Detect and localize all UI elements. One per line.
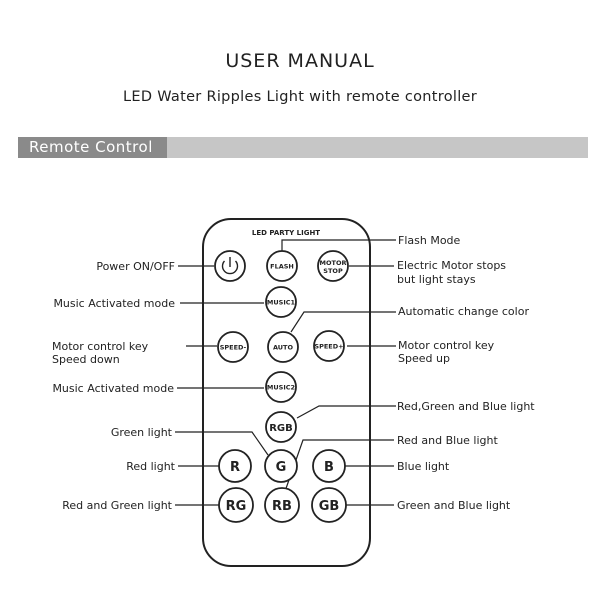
b-button-label: B xyxy=(324,460,334,475)
line-rgb xyxy=(296,405,396,419)
power-icon xyxy=(221,257,239,275)
manual-subtitle: LED Water Ripples Light with remote cont… xyxy=(122,89,478,105)
music2-button-label: MUSIC2 xyxy=(267,384,295,392)
callout-rb: Red and Blue light xyxy=(397,434,498,447)
remote-title: LED PARTY LIGHT xyxy=(252,229,320,237)
callout-blue: Blue light xyxy=(397,460,450,473)
callout-speed-up-line2: Speed up xyxy=(398,352,450,365)
callout-music1: Music Activated mode xyxy=(53,297,175,310)
callout-flash-mode: Flash Mode xyxy=(398,234,461,247)
motor-stop-label-line1: MOTOR xyxy=(320,259,347,267)
callout-power: Power ON/OFF xyxy=(96,260,175,273)
callout-rgb: Red,Green and Blue light xyxy=(397,400,535,413)
rb-button[interactable] xyxy=(264,487,300,523)
callout-music2: Music Activated mode xyxy=(52,382,174,395)
r-button-label: R xyxy=(230,460,240,475)
speed-up-button[interactable] xyxy=(313,330,345,362)
speed-down-button[interactable] xyxy=(217,331,249,363)
rgb-button-label: RGB xyxy=(269,423,293,434)
gb-button-label: GB xyxy=(319,499,340,514)
line-flash xyxy=(281,239,396,252)
callout-motor-stop-line1: Electric Motor stops xyxy=(397,259,506,272)
callout-auto: Automatic change color xyxy=(398,305,529,318)
callout-gb: Green and Blue light xyxy=(397,499,511,512)
music2-button[interactable] xyxy=(265,371,297,403)
callout-motor-stop-line2: but light stays xyxy=(397,273,476,286)
rgb-button[interactable] xyxy=(265,411,297,443)
g-button-label: G xyxy=(276,460,287,475)
motor-stop-label-line2: STOP xyxy=(323,267,343,275)
g-button[interactable] xyxy=(264,449,298,483)
line-green xyxy=(175,431,269,456)
callout-speed-down-line2: Speed down xyxy=(52,353,120,366)
r-button[interactable] xyxy=(218,449,252,483)
rg-button-label: RG xyxy=(226,499,247,514)
rg-button[interactable] xyxy=(218,487,254,523)
line-auto xyxy=(290,311,396,333)
flash-button[interactable] xyxy=(266,250,298,282)
rb-button-label: RB xyxy=(272,499,292,514)
callout-green: Green light xyxy=(111,426,173,439)
callout-red: Red light xyxy=(126,460,175,473)
music1-button[interactable] xyxy=(265,286,297,318)
music1-button-label: MUSIC1 xyxy=(267,299,296,307)
auto-button[interactable] xyxy=(267,331,299,363)
callout-speed-down-line1: Motor control key xyxy=(52,340,149,353)
flash-button-label: FLASH xyxy=(270,263,294,271)
gb-button[interactable] xyxy=(311,487,347,523)
b-button[interactable] xyxy=(312,449,346,483)
auto-button-label: AUTO xyxy=(273,344,294,352)
section-banner: Remote Control xyxy=(18,137,588,158)
speed-up-button-label: SPEED+ xyxy=(314,343,343,351)
speed-down-button-label: SPEED- xyxy=(220,344,247,352)
motor-stop-button[interactable] xyxy=(317,250,349,282)
section-label: Remote Control xyxy=(18,137,167,158)
callout-rg: Red and Green light xyxy=(62,499,172,512)
callout-speed-up-line1: Motor control key xyxy=(398,339,495,352)
manual-title: USER MANUAL xyxy=(225,50,375,72)
